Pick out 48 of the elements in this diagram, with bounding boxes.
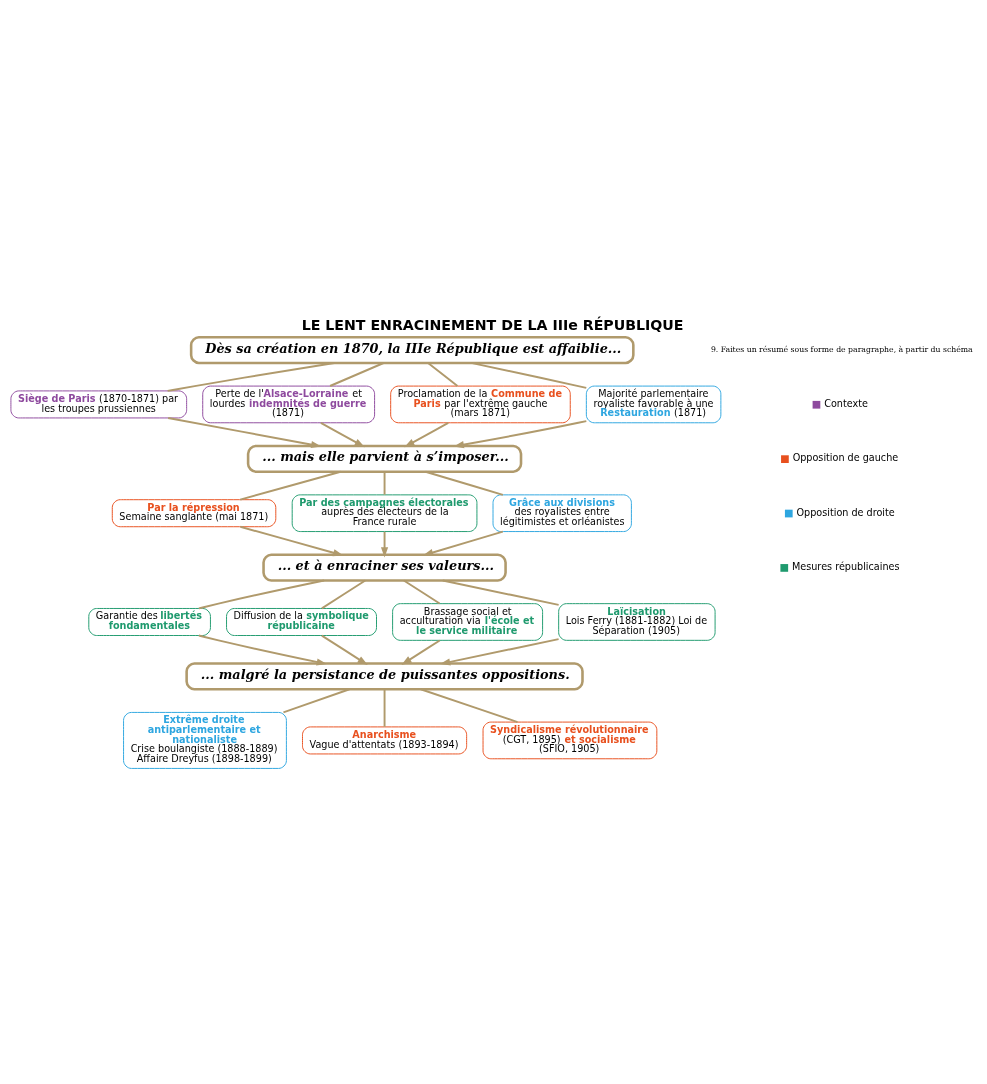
connector bbox=[197, 579, 326, 609]
node-box: Anarchisme Vague d'attentats (1893-1894) bbox=[302, 725, 468, 754]
connector bbox=[383, 687, 386, 728]
node-box: Siège de Paris (1870-1871) par les troupes prussiennes bbox=[10, 389, 188, 418]
arrow bbox=[167, 416, 322, 448]
node-box: Grâce aux divisions des royalistes entre légitimistes et orléanistes bbox=[492, 493, 632, 532]
arrow bbox=[404, 421, 450, 447]
node-box: Diffusion de la symbolique républicaine bbox=[226, 607, 377, 636]
node-box: Perte de l'Alsace-Lorraine et lourdes indemnités de guerre (1871) bbox=[202, 385, 376, 423]
node-box: ... mais elle parvient à s’imposer... bbox=[246, 444, 523, 473]
connector bbox=[424, 470, 504, 496]
connector bbox=[166, 361, 336, 392]
connector bbox=[282, 687, 351, 713]
node-box: Majorité parlementaire royaliste favorable à une Restauration (1871) bbox=[585, 385, 722, 423]
node-box: Brassage social et acculturation via l'école et le service militaire bbox=[392, 602, 544, 641]
connector bbox=[329, 361, 385, 387]
connector bbox=[320, 579, 367, 609]
arrow bbox=[239, 525, 344, 556]
node-box: ... et à enraciner ses valeurs... bbox=[262, 552, 507, 582]
arrow bbox=[197, 634, 327, 665]
node-box: Garantie des libertés fondamentales bbox=[88, 607, 211, 636]
legend-label: Opposition de gauche bbox=[792, 451, 899, 463]
diagram-title: LE LENT ENRACINEMENT DE LA IIIe RÉPUBLIQUE bbox=[301, 316, 684, 333]
legend-label: Contexte bbox=[824, 397, 868, 409]
arrow bbox=[320, 634, 368, 665]
connector bbox=[383, 470, 386, 496]
connector bbox=[239, 470, 342, 501]
node-box: Laïcisation Lois Ferry (1881-1882) Loi de Séparation (1905) bbox=[558, 602, 716, 641]
node-box: Syndicalisme révolutionnaire (CGT, 1895) et socialisme (SFIO, 1905) bbox=[482, 721, 658, 759]
node-box: Proclamation de la Commune de Paris par l'extrême gauche (mars 1871) bbox=[390, 385, 571, 423]
node-box: Extrême droite antiparlementaire et nationaliste Crise boulangiste (1888-1889) Affaire Dreyfus (1898-1899) bbox=[123, 711, 287, 769]
legend-label: Mesures républicaines bbox=[792, 560, 900, 572]
connector bbox=[441, 579, 560, 606]
arrow bbox=[380, 530, 389, 558]
node-box: Par des campagnes électorales auprès des électeurs de la France rurale bbox=[291, 493, 478, 532]
legend-label: Opposition de droite bbox=[796, 506, 895, 518]
node-box: ... malgré la persistance de puissantes oppositions. bbox=[185, 661, 584, 691]
node-box: Dès sa création en 1870, la IIIe République est affaiblie... bbox=[189, 335, 635, 364]
connector bbox=[402, 579, 441, 604]
node-box: Par la répression Semaine sanglante (mai 1871) bbox=[111, 498, 277, 527]
connector bbox=[427, 361, 459, 387]
arrow bbox=[401, 639, 441, 665]
connector bbox=[470, 361, 588, 389]
arrow bbox=[319, 421, 365, 447]
arrow bbox=[453, 419, 588, 448]
arrow bbox=[422, 530, 504, 556]
connector bbox=[419, 687, 519, 723]
arrow bbox=[439, 637, 560, 665]
